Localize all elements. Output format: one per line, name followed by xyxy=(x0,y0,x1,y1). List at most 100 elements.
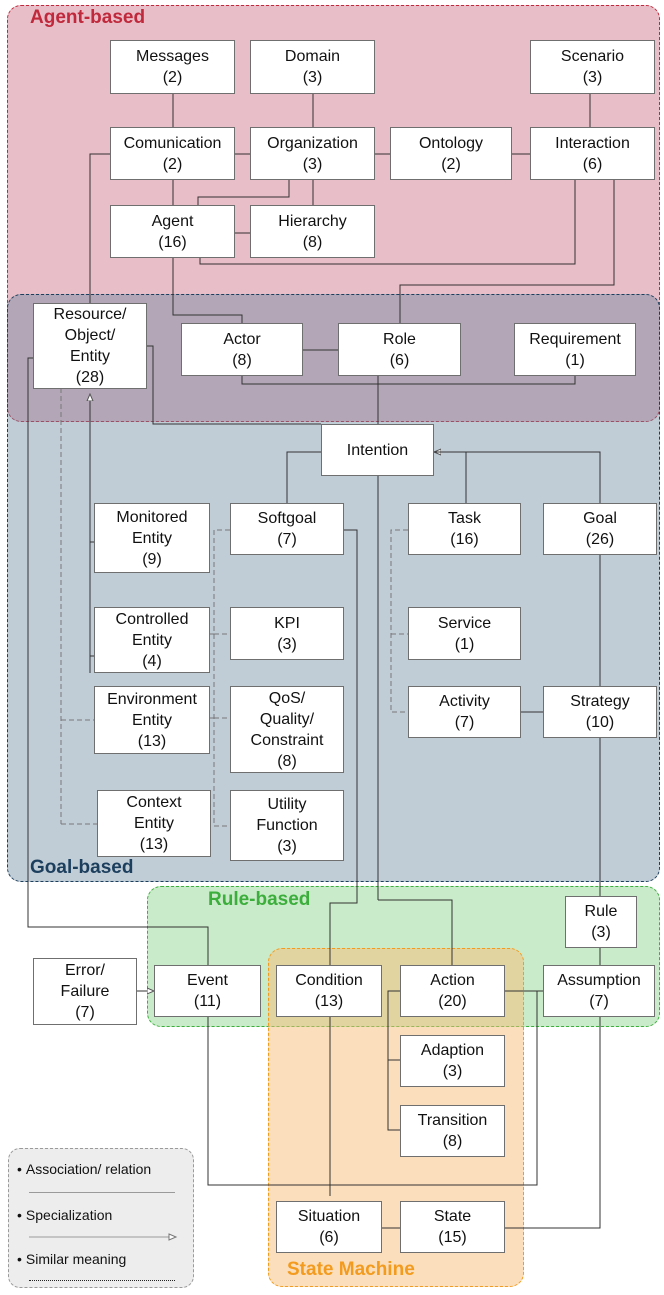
node-label: Quality/ xyxy=(259,710,315,728)
node-event: Event (11) xyxy=(154,965,261,1017)
node-label: Requirement xyxy=(529,330,621,348)
node-utility-function: Utility Function (3) xyxy=(230,790,344,861)
node-kpi: KPI (3) xyxy=(230,607,344,660)
node-count: (8) xyxy=(302,233,323,251)
node-count: (7) xyxy=(589,993,609,1010)
legend-similar-line xyxy=(29,1280,175,1281)
node-label: Softgoal xyxy=(257,510,317,527)
node-count: (10) xyxy=(585,714,615,731)
node-ontology: Ontology (2) xyxy=(390,127,512,180)
node-label: Situation xyxy=(297,1208,361,1225)
region-label-agent: Agent-based xyxy=(30,7,146,28)
node-label: Strategy xyxy=(570,693,630,710)
region-label-state: State Machine xyxy=(287,1259,415,1280)
node-count: (3) xyxy=(302,69,323,86)
node-controlled-entity: Controlled Entity (4) xyxy=(94,607,210,673)
node-label: Action xyxy=(430,972,475,989)
node-service: Service (1) xyxy=(408,607,521,660)
node-count: (6) xyxy=(582,155,603,173)
node-label: Interaction xyxy=(555,134,630,152)
node-label: Resource/ xyxy=(53,306,127,323)
node-messages: Messages (2) xyxy=(110,40,235,94)
node-count: (13) xyxy=(314,993,344,1010)
node-label: Entity xyxy=(131,711,172,729)
node-count: (3) xyxy=(582,69,603,86)
node-label: Entity xyxy=(131,529,172,547)
node-label: KPI xyxy=(274,614,300,632)
node-label: Adaption xyxy=(420,1042,485,1059)
node-label: Service xyxy=(437,614,492,632)
node-label: Object/ xyxy=(64,327,116,344)
node-count: (26) xyxy=(585,531,615,548)
legend-association-label: Association/ relation xyxy=(17,1161,151,1177)
node-label: Constraint xyxy=(250,731,324,749)
node-count: (13) xyxy=(139,836,169,853)
node-role: Role (6) xyxy=(338,323,461,376)
node-label: State xyxy=(433,1208,472,1225)
node-label: Rule xyxy=(584,903,618,920)
node-goal: Goal (26) xyxy=(543,503,657,555)
node-actor: Actor (8) xyxy=(181,323,303,376)
node-task: Task (16) xyxy=(408,503,521,555)
node-count: (7) xyxy=(75,1004,95,1021)
node-count: (1) xyxy=(565,351,585,369)
node-label: Context xyxy=(126,794,182,811)
node-count: (1) xyxy=(454,635,475,653)
node-label: Transition xyxy=(417,1112,488,1129)
node-label: Entity xyxy=(131,631,172,649)
node-adaption: Adaption (3) xyxy=(400,1035,505,1087)
node-label: Messages xyxy=(136,48,209,65)
node-label: Entity xyxy=(69,348,110,365)
node-interaction: Interaction (6) xyxy=(530,127,655,180)
node-count: (16) xyxy=(158,233,187,251)
node-count: (16) xyxy=(450,531,479,548)
node-count: (6) xyxy=(319,1229,339,1246)
node-transition: Transition (8) xyxy=(400,1105,505,1157)
node-assumption: Assumption (7) xyxy=(543,965,655,1017)
node-label: Intention xyxy=(346,441,409,459)
node-count: (3) xyxy=(277,838,297,855)
node-count: (3) xyxy=(277,635,297,653)
legend-association-line xyxy=(29,1192,175,1193)
node-count: (11) xyxy=(193,993,222,1010)
node-label: Utility xyxy=(267,796,307,813)
node-label: Role xyxy=(383,330,416,348)
node-requirement: Requirement (1) xyxy=(514,323,636,376)
node-label: Error/ xyxy=(65,962,105,979)
node-domain: Domain (3) xyxy=(250,40,375,94)
node-monitored-entity: Monitored Entity (9) xyxy=(94,503,210,573)
node-label: Organization xyxy=(267,134,358,152)
node-activity: Activity (7) xyxy=(408,686,521,738)
node-state: State (15) xyxy=(400,1201,505,1253)
node-condition: Condition (13) xyxy=(276,965,382,1017)
node-label: QoS/ xyxy=(268,689,306,707)
node-count: (8) xyxy=(442,1133,463,1150)
region-label-rule: Rule-based xyxy=(208,889,311,910)
node-label: Assumption xyxy=(557,972,641,989)
node-label: Function xyxy=(256,817,318,834)
node-strategy: Strategy (10) xyxy=(543,686,657,738)
node-label: Activity xyxy=(439,693,490,710)
node-count: (15) xyxy=(438,1229,467,1246)
node-environment-entity: Environment Entity (13) xyxy=(94,686,210,754)
node-scenario: Scenario (3) xyxy=(530,40,655,94)
node-count: (2) xyxy=(441,155,461,173)
legend-specialization-label: Specialization xyxy=(17,1207,112,1223)
node-softgoal: Softgoal (7) xyxy=(230,503,344,555)
region-label-goal: Goal-based xyxy=(30,857,134,878)
legend-specialization-arrow xyxy=(29,1233,178,1241)
node-count: (2) xyxy=(162,69,183,86)
node-context-entity: Context Entity (13) xyxy=(97,790,211,857)
node-count: (3) xyxy=(302,155,323,173)
node-label: Environment xyxy=(107,690,197,708)
node-label: Comunication xyxy=(123,134,222,152)
node-label: Agent xyxy=(151,212,194,230)
node-label: Entity xyxy=(133,815,174,832)
node-label: Scenario xyxy=(560,48,625,65)
node-label: Hierarchy xyxy=(278,212,347,230)
node-count: (9) xyxy=(142,550,162,568)
node-label: Domain xyxy=(284,48,341,65)
node-agent: Agent (16) xyxy=(110,205,235,258)
legend-similar-label: Similar meaning xyxy=(17,1251,126,1267)
